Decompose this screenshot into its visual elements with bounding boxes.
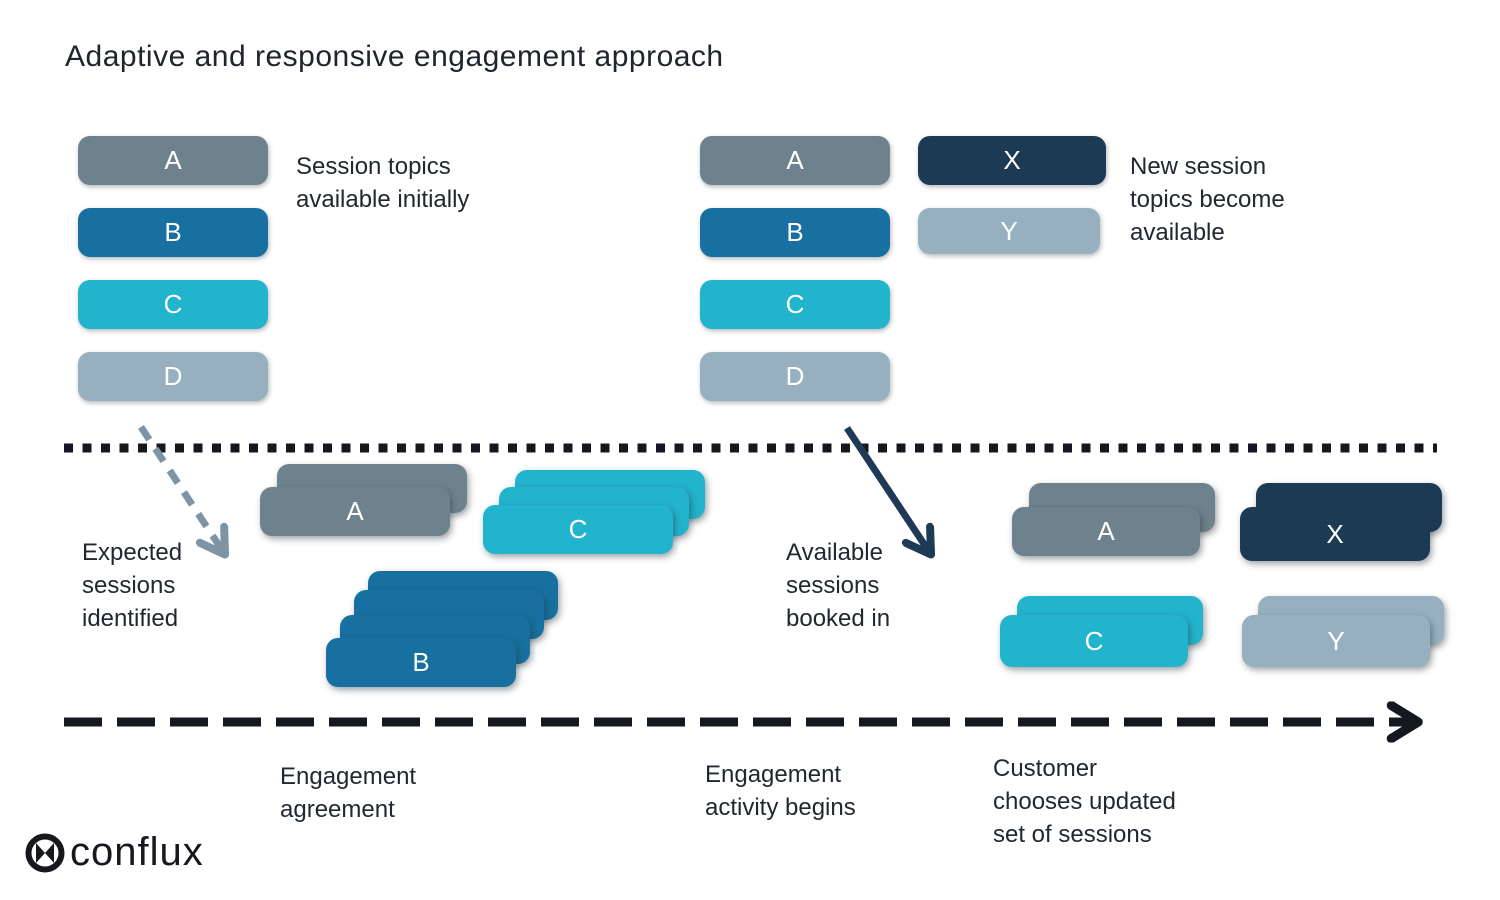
topic-pill-c-restated: C bbox=[700, 280, 890, 329]
topic-pill-b-initial: B bbox=[78, 208, 268, 257]
topic-pill-a-restated: A bbox=[700, 136, 890, 185]
stacked-pill-c-front: C bbox=[483, 505, 673, 554]
stage-label-engagement-activity: Engagement activity begins bbox=[705, 761, 856, 821]
conflux-logo-icon bbox=[25, 833, 65, 872]
booked-pill-x-front: X bbox=[1240, 507, 1430, 561]
expected-sessions-arrow bbox=[138, 425, 222, 550]
booked-pill-c-front: C bbox=[1000, 615, 1188, 667]
page-title: Adaptive and responsive engagement appro… bbox=[65, 40, 724, 73]
booked-pill-y-front: Y bbox=[1242, 615, 1430, 667]
booked-pill-a-front: A bbox=[1012, 507, 1200, 556]
caption-new-session-topics: New session topics become available bbox=[1130, 153, 1285, 246]
caption-session-topics-initial: Session topics available initially bbox=[296, 153, 470, 213]
conflux-logo: conflux bbox=[24, 830, 204, 875]
topic-pill-x-new: X bbox=[918, 136, 1106, 185]
topic-pill-d-initial: D bbox=[78, 352, 268, 401]
topic-pill-c-initial: C bbox=[78, 280, 268, 329]
stage-label-customer-chooses: Customer chooses updated set of sessions bbox=[993, 755, 1176, 848]
caption-expected-sessions: Expected sessions identified bbox=[82, 539, 183, 632]
stage-label-engagement-agreement: Engagement agreement bbox=[280, 763, 417, 823]
topic-pill-b-restated: B bbox=[700, 208, 890, 257]
available-sessions-arrow bbox=[844, 426, 928, 550]
conflux-logo-text: conflux bbox=[70, 830, 204, 874]
topic-pill-d-restated: D bbox=[700, 352, 890, 401]
stacked-pill-a-front: A bbox=[260, 487, 450, 536]
stacked-pill-b-front: B bbox=[326, 638, 516, 687]
caption-available-sessions: Available sessions booked in bbox=[786, 539, 891, 632]
topic-pill-y-new: Y bbox=[918, 208, 1100, 254]
topic-pill-a-initial: A bbox=[78, 136, 268, 185]
